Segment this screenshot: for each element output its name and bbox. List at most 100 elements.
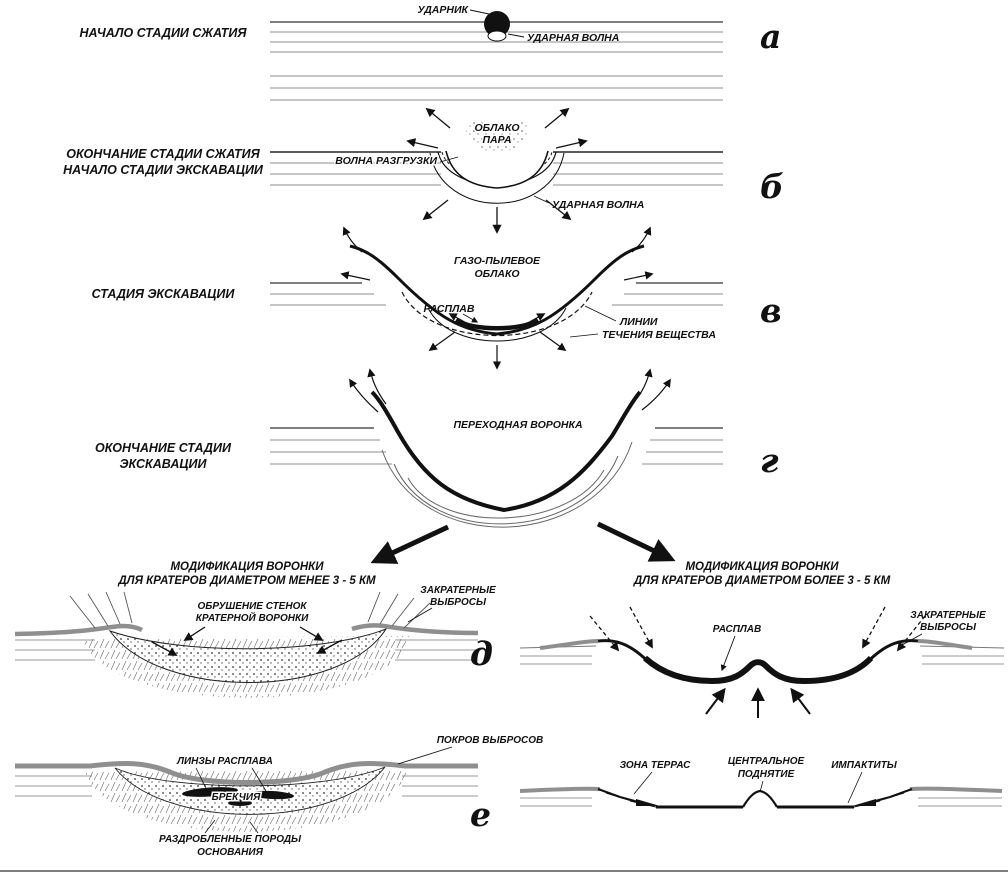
stage-a: УДАРНИК УДАРНАЯ ВОЛНА НАЧАЛО СТАДИИ СЖАТ… xyxy=(79,4,781,101)
e-right-leaders xyxy=(633,771,863,804)
d-right-ejecta-leader xyxy=(901,633,923,646)
stage-d-letter: д xyxy=(470,634,493,673)
stage-g-side-label-1: ОКОНЧАНИЕ СТАДИИ xyxy=(95,441,232,455)
basement-label-1: РАЗДРОБЛЕННЫЕ ПОРОДЫ xyxy=(159,834,302,845)
stage-b-ground-lines xyxy=(270,151,723,186)
stage-b-side-label-2: НАЧАЛО СТАДИИ ЭКСКАВАЦИИ xyxy=(63,163,264,177)
wall-collapse-arrows xyxy=(151,626,343,656)
terrace-zone-label: ЗОНА ТЕРРАС xyxy=(620,760,691,771)
d-right-ejecta-label-2: ВЫБРОСЫ xyxy=(920,622,977,633)
d-right-ejecta-label-1: ЗАКРАТЕРНЫЕ xyxy=(910,610,986,621)
rarefaction-wave-label: ВОЛНА РАЗГРУЗКИ xyxy=(335,155,437,167)
flow-lines-leader-2 xyxy=(569,333,599,338)
stage-v-side-label: СТАДИЯ ЭКСКАВАЦИИ xyxy=(92,287,236,301)
transient-crater-label: ПЕРЕХОДНАЯ ВОРОНКА xyxy=(453,419,582,431)
blanket-leader xyxy=(397,746,453,765)
uplift-arrows xyxy=(705,687,811,718)
stage-b-letter: б xyxy=(760,167,784,206)
shock-arc xyxy=(427,307,567,342)
basement-label-2: ОСНОВАНИЯ xyxy=(197,847,263,858)
stage-g-ground-lines xyxy=(270,427,723,465)
flow-lines-label-1: ЛИНИИ xyxy=(619,316,658,328)
e-left-breccia-lens xyxy=(114,766,386,815)
stage-b-arrows xyxy=(406,107,588,234)
transient-cavity xyxy=(370,390,642,513)
gas-dust-cloud-label-1: ГАЗО-ПЫЛЕВОЕ xyxy=(454,255,541,267)
stage-d-right: МОДИФИКАЦИЯ ВОРОНКИ ДЛЯ КРАТЕРОВ ДИАМЕТР… xyxy=(519,561,1005,718)
d-right-ejecta-cover xyxy=(539,639,973,650)
melt-leader-line xyxy=(462,313,479,323)
stage-g-side-label-2: ЭКСКАВАЦИИ xyxy=(120,457,208,471)
d-left-ejecta-cover xyxy=(14,623,479,637)
stage-g-letter: г xyxy=(760,441,779,480)
stage-a-letter: а xyxy=(760,17,781,56)
central-uplift-shape xyxy=(742,789,778,808)
stage-v-letter: в xyxy=(760,291,782,330)
d-left-ejecta-label-2: ВЫБРОСЫ xyxy=(430,597,487,608)
ejecta-blanket-label: ПОКРОВ ВЫБРОСОВ xyxy=(437,735,544,746)
stage-v-rim-arrows xyxy=(340,226,654,281)
shock-wave-b-label: УДАРНАЯ ВОЛНА xyxy=(552,199,644,211)
crater-bowl xyxy=(445,150,549,189)
wall-collapse-label-2: КРАТЕРНОЙ ВОРОНКИ xyxy=(196,611,309,624)
d-left-ejecta-rays xyxy=(69,591,431,629)
excavation-cavity xyxy=(349,244,645,336)
stage-g-rim-arrows xyxy=(349,368,671,413)
rarefaction-dashed-front xyxy=(441,151,553,179)
d-right-melt-label: РАСПЛАВ xyxy=(713,624,762,635)
stage-b-side-label-1: ОКОНЧАНИЕ СТАДИИ СЖАТИЯ xyxy=(66,147,260,161)
vapor-cloud xyxy=(466,120,529,152)
d-right-melt-leader xyxy=(720,635,736,672)
melt-lenses-label: ЛИНЗЫ РАСПЛАВА xyxy=(176,756,273,767)
impactor-leader-line xyxy=(469,9,490,15)
breccia-label: БРЕКЧИЯ xyxy=(212,792,261,803)
branch-arrows xyxy=(370,521,676,564)
shock-wave-front xyxy=(487,30,507,42)
impactor-body xyxy=(484,11,510,37)
melt-lining xyxy=(454,318,540,331)
stage-v-flow-arrows xyxy=(428,313,567,370)
impactites-label: ИМПАКТИТЫ xyxy=(831,760,898,771)
stage-a-side-label: НАЧАЛО СТАДИИ СЖАТИЯ xyxy=(79,26,247,40)
melt-sheet xyxy=(642,655,874,685)
gas-dust-cloud-label-2: ОБЛАКО xyxy=(474,268,519,280)
impactite-wedge-left xyxy=(636,799,660,806)
e-right-ejecta-cover xyxy=(519,786,1003,793)
stage-b: ОБЛАКО ПАРА ВОЛНА РАЗГРУЗКИ УДАРНАЯ ВОЛН… xyxy=(63,107,784,234)
flow-lines-label-2: ТЕЧЕНИЯ ВЕЩЕСТВА xyxy=(602,329,716,341)
downwarped-strata xyxy=(381,441,633,528)
e-right-ground-lines xyxy=(520,797,1002,807)
shock-hemisphere-outer xyxy=(429,152,565,204)
stage-v-ground-lines xyxy=(270,282,723,306)
stage-e-letter: е xyxy=(470,795,491,834)
rarefaction-leader-line xyxy=(439,156,459,163)
vapor-cloud-label-2: ПАРА xyxy=(482,134,511,146)
melt-lenses-shapes xyxy=(182,787,294,806)
stage-v: ГАЗО-ПЫЛЕВОЕ ОБЛАКО РАСПЛАВ ЛИНИИ ТЕЧЕНИ… xyxy=(92,226,782,370)
wall-collapse-label-1: ОБРУШЕНИЕ СТЕНОК xyxy=(197,601,307,612)
central-uplift-label-2: ПОДНЯТИЕ xyxy=(738,769,795,780)
stage-e-left: ПОКРОВ ВЫБРОСОВ ЛИНЗЫ РАСПЛАВА БРЕКЧИЯ Р… xyxy=(15,735,544,860)
e-left-ground-lines xyxy=(15,775,478,797)
flow-lines-leader-1 xyxy=(584,305,617,322)
vapor-cloud-label-1: ОБЛАКО xyxy=(474,122,519,134)
stage-d-left: МОДИФИКАЦИЯ ВОРОНКИ ДЛЯ КРАТЕРОВ ДИАМЕТР… xyxy=(14,561,496,698)
impactite-wedge-right xyxy=(852,799,876,806)
d-left-ejecta-leader xyxy=(407,607,433,623)
d-right-title-2: ДЛЯ КРАТЕРОВ ДИАМЕТРОМ БОЛЕЕ 3 - 5 КМ xyxy=(633,575,891,587)
melt-lens-leaders xyxy=(195,767,267,792)
d-right-title-1: МОДИФИКАЦИЯ ВОРОНКИ xyxy=(685,561,839,573)
stage-g: ПЕРЕХОДНАЯ ВОРОНКА ОКОНЧАНИЕ СТАДИИ ЭКСК… xyxy=(95,368,779,564)
central-uplift-label-1: ЦЕНТРАЛЬНОЕ xyxy=(728,756,805,767)
breccia-lens xyxy=(108,627,388,683)
d-left-title-2: ДЛЯ КРАТЕРОВ ДИАМЕТРОМ МЕНЕЕ 3 - 5 КМ xyxy=(117,575,376,587)
shockwave-b-leader-line xyxy=(533,195,550,204)
impactor-label: УДАРНИК xyxy=(418,4,470,16)
stage-a-ground-lines xyxy=(270,21,723,101)
shock-wave-label: УДАРНАЯ ВОЛНА xyxy=(527,32,619,44)
e-left-ejecta-blanket xyxy=(15,761,478,785)
shockwave-leader-line xyxy=(507,33,525,38)
d-left-ejecta-label-1: ЗАКРАТЕРНЫЕ xyxy=(420,585,496,596)
